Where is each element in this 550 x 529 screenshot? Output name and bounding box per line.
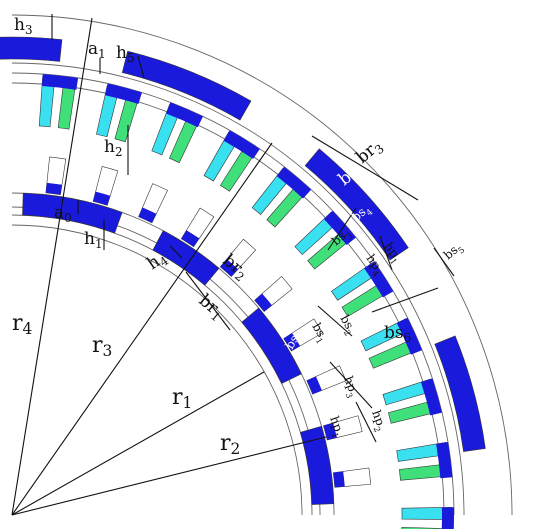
boundary-arc xyxy=(11,62,465,516)
label-r4: r4 xyxy=(12,311,33,338)
label-h1: h1 xyxy=(84,229,103,251)
label-a1: a1 xyxy=(88,39,106,61)
label-bs3: bs3 xyxy=(329,225,355,250)
label-r1: r1 xyxy=(172,385,192,412)
inner-slot-base xyxy=(45,182,62,195)
radius-line-r1 xyxy=(11,371,265,516)
inner-slot-base xyxy=(283,333,301,352)
label-bs6: bs6 xyxy=(384,323,411,345)
outer-magnet xyxy=(121,50,252,121)
inner-slot-base xyxy=(254,293,272,312)
dim-h4 xyxy=(169,245,183,259)
dimension-lines xyxy=(51,14,455,443)
coil-cap xyxy=(41,74,79,90)
inner-stator-slots xyxy=(45,156,372,488)
inner-slot-base xyxy=(333,471,345,488)
dim-hp4 xyxy=(379,235,393,271)
coil-cap xyxy=(323,210,356,245)
label-bs5: bs5 xyxy=(441,239,467,264)
coil-cap xyxy=(166,102,203,128)
dimension-labels: h3 a1 h5 h2 a0 h1 h4 br2 br1 br3 br4 bs4… xyxy=(14,15,467,440)
label-bs4: bs4 xyxy=(349,201,375,226)
label-r3: r3 xyxy=(92,333,112,360)
dim-bs2 xyxy=(317,305,353,337)
coil-cap xyxy=(436,442,453,479)
inner-slot-base xyxy=(138,207,157,223)
dim-bs5 xyxy=(433,247,455,277)
inner-slot-base xyxy=(323,422,337,440)
coil-cap xyxy=(223,130,260,159)
coil-cap xyxy=(396,317,423,355)
dim-hp3 xyxy=(329,361,373,409)
coil-cap xyxy=(364,261,394,298)
inner-magnet xyxy=(152,230,220,286)
label-bs0: bs0 xyxy=(282,328,306,353)
label-hp1-lower: hp1 xyxy=(324,414,347,439)
boundary-arc xyxy=(11,224,303,516)
label-hp3: hp3 xyxy=(338,374,361,399)
dim-br1 xyxy=(185,271,231,331)
radius-labels: r4 r3 r1 r2 xyxy=(12,311,240,458)
label-h3: h3 xyxy=(14,15,33,37)
label-r2: r2 xyxy=(220,431,240,458)
outer-stator-coils xyxy=(38,74,454,529)
label-h2: h2 xyxy=(104,137,123,159)
coil-cap xyxy=(441,507,454,529)
radius-lines xyxy=(11,17,327,516)
dim-br3 xyxy=(311,135,419,201)
label-hp2: hp2 xyxy=(366,408,389,433)
outer-magnet xyxy=(304,148,409,261)
inner-magnet xyxy=(300,425,335,505)
radius-line-r2 xyxy=(11,436,327,516)
dim-h5 xyxy=(137,55,145,79)
dim-bs6 xyxy=(371,287,439,313)
inner-slot-base xyxy=(220,259,239,277)
inner-slot-base xyxy=(93,191,111,206)
label-br1: br1 xyxy=(194,291,229,325)
boundary-arcs xyxy=(11,14,513,516)
inner-magnet xyxy=(241,307,302,384)
coil-cap xyxy=(105,83,142,105)
label-h5: h5 xyxy=(116,43,135,65)
label-br3: br3 xyxy=(352,135,387,169)
inner-rotor-magnets xyxy=(22,192,335,505)
radius-line-r3 xyxy=(11,142,273,516)
label-bs2: bs2 xyxy=(335,313,359,338)
label-bs1: bs1 xyxy=(307,321,331,346)
radius-line-r4 xyxy=(11,17,93,516)
dim-bs3 xyxy=(327,207,357,251)
inner-slot-base xyxy=(181,230,200,247)
outer-magnet xyxy=(0,36,63,62)
coil-cap xyxy=(420,378,442,416)
boundary-arc xyxy=(11,14,513,516)
inner-slot-base xyxy=(306,376,322,395)
coil-cap xyxy=(276,166,312,199)
outer-magnet xyxy=(434,335,486,452)
label-a0: a0 xyxy=(54,203,72,225)
inner-magnet xyxy=(22,192,123,234)
outer-rotor-magnets xyxy=(0,36,486,452)
dim-hp2 xyxy=(355,401,377,443)
